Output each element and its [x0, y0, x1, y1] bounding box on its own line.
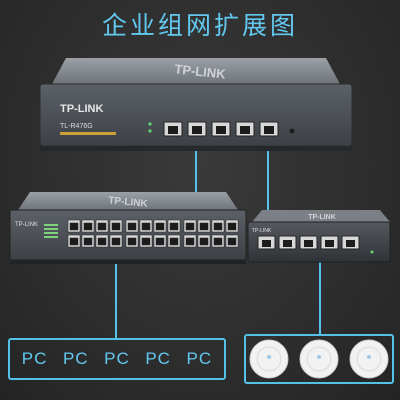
main-switch-port-socket [185, 222, 195, 231]
diagram-title: 企业组网扩展图 [101, 11, 298, 40]
small-switch-device: TP-LINK TP-LINK [247, 210, 391, 263]
main-switch-port-socket [185, 237, 195, 246]
main-switch-leds [44, 224, 58, 238]
main-switch-port-socket [127, 222, 137, 231]
router-brand: TP-LINK [60, 103, 103, 115]
ap-group [244, 334, 394, 384]
router-label-strip [60, 132, 116, 135]
pc-label: PC [145, 349, 171, 368]
main-switch-port-socket [69, 237, 79, 246]
main-switch-port-socket [169, 222, 179, 231]
main-switch-port-socket [97, 222, 107, 231]
router-device: TP-LINK TP-LINK TL-R476G [39, 58, 353, 151]
main-switch-port-socket [111, 222, 121, 231]
main-switch-port-socket [199, 237, 209, 246]
main-switch-port-socket [155, 237, 165, 246]
main-switch-port-socket [227, 237, 237, 246]
main-switch-port-socket [141, 237, 151, 246]
ap-2 [299, 339, 339, 379]
main-switch-brand: TP-LINK [15, 222, 38, 228]
main-switch-port-socket [199, 222, 209, 231]
main-switch-port-socket [83, 222, 93, 231]
main-switch-port-socket [227, 222, 237, 231]
router-top-logo: TP-LINK [174, 61, 227, 81]
main-switch-port-socket [69, 222, 79, 231]
access-points [249, 339, 389, 379]
main-switch-port-socket [127, 237, 137, 246]
pc-group: PC PC PC PC PC [8, 338, 226, 380]
small-switch-brand: TP-LINK [252, 228, 272, 234]
router-model: TL-R476G [60, 123, 93, 130]
main-switch-top-logo: TP-LINK [108, 195, 149, 209]
pc-label: PC [21, 349, 48, 368]
small-switch-led [370, 250, 374, 254]
main-switch-port-socket [213, 237, 223, 246]
pc-label: PC [62, 349, 89, 368]
pc-label: PC [104, 349, 130, 368]
pc-label: PC [186, 349, 213, 368]
router-reset-button [289, 128, 295, 134]
main-switch-port-socket [83, 237, 93, 246]
small-switch-top-logo: TP-LINK [308, 214, 336, 221]
main-switch-port-socket [169, 237, 179, 246]
router-leds [148, 122, 152, 133]
main-switch-port-socket [213, 222, 223, 231]
main-switch-ports [67, 219, 239, 248]
connection-lines [115, 150, 321, 338]
main-switch-port-socket [155, 222, 165, 231]
main-switch-device: TP-LINK TP-LINK [9, 192, 247, 264]
main-switch-port-socket [141, 222, 151, 231]
ap-3 [349, 339, 389, 379]
main-switch-port-socket [111, 237, 121, 246]
ap-1 [249, 339, 289, 379]
main-switch-port-socket [97, 237, 107, 246]
